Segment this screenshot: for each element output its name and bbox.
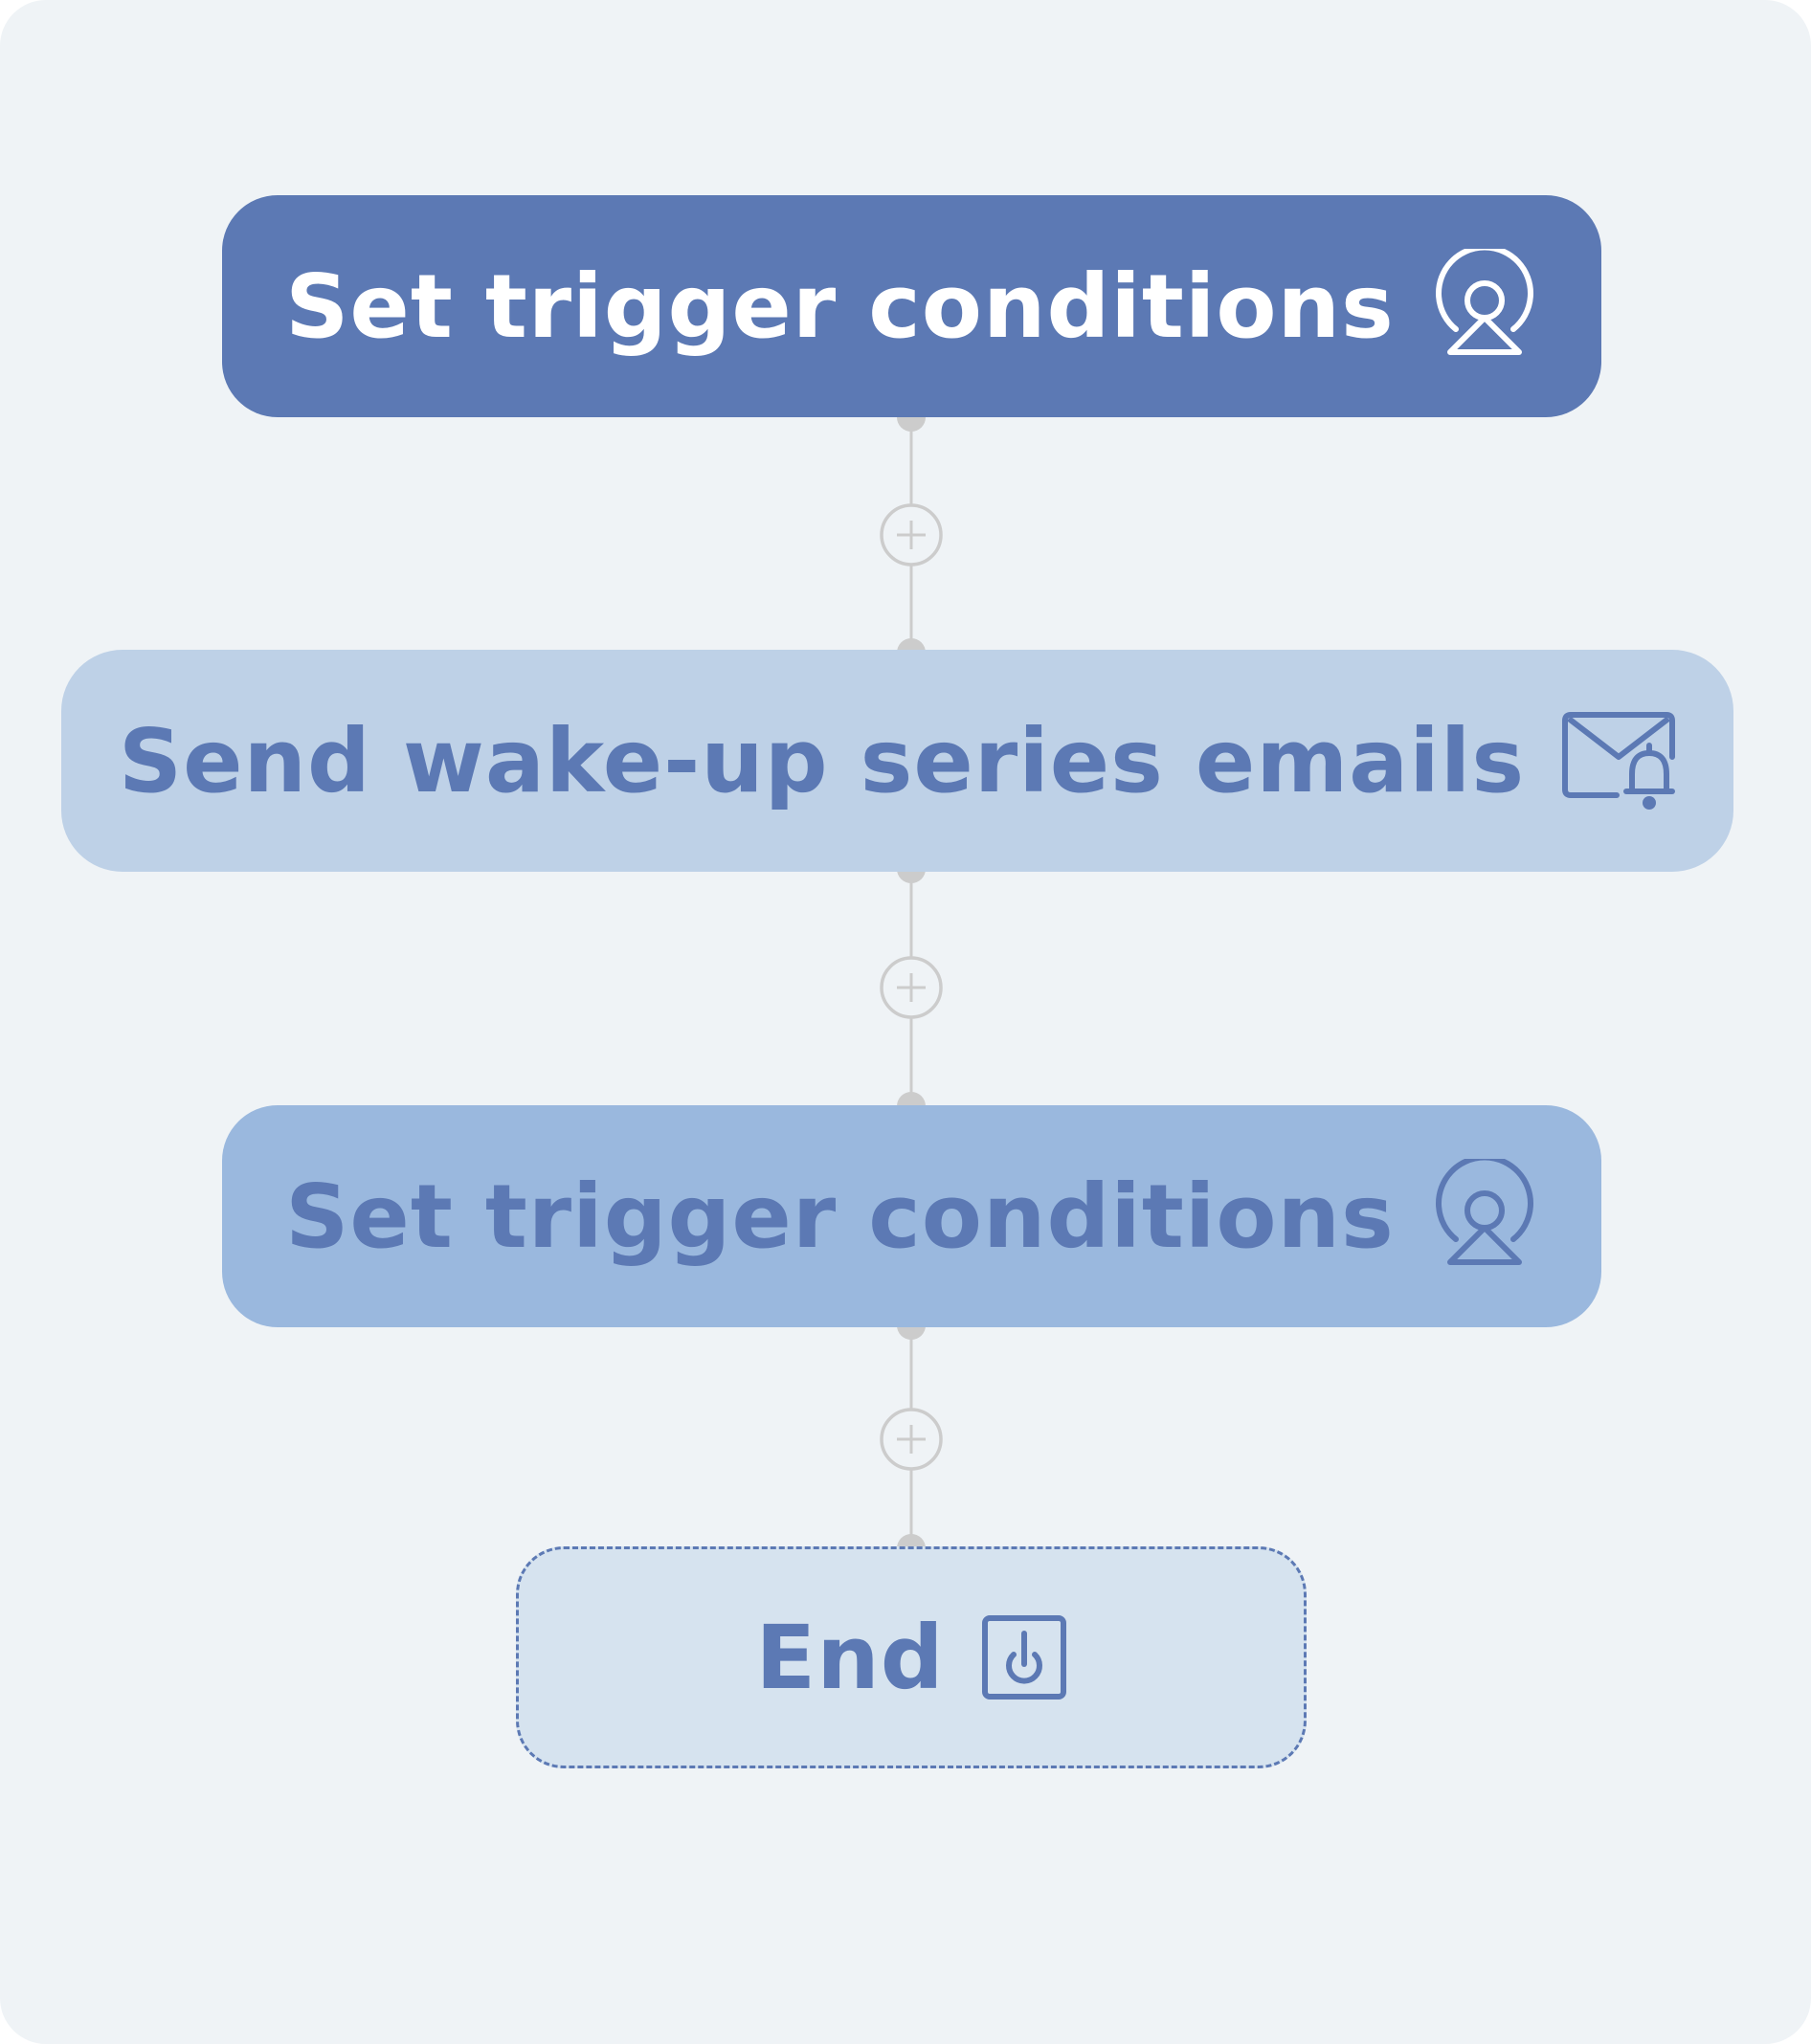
node-label: Send wake-up series emails: [118, 709, 1526, 812]
add-step-button[interactable]: [880, 956, 943, 1019]
add-step-button[interactable]: [880, 1408, 943, 1471]
node-label: Set trigger conditions: [285, 1165, 1395, 1268]
flow-node-send-wake-up-emails[interactable]: Send wake-up series emails: [61, 650, 1733, 872]
node-label: End: [755, 1606, 945, 1709]
email-bell-icon: [1561, 711, 1676, 811]
add-step-button[interactable]: [880, 503, 943, 567]
node-label: Set trigger conditions: [285, 255, 1395, 358]
power-icon: [981, 1614, 1067, 1700]
trigger-icon: [1431, 1154, 1538, 1274]
flow-node-set-trigger-conditions[interactable]: Set trigger conditions: [222, 1105, 1601, 1327]
trigger-icon: [1431, 244, 1538, 364]
flow-node-set-trigger-conditions[interactable]: Set trigger conditions: [222, 195, 1601, 417]
flow-node-end[interactable]: End: [516, 1546, 1307, 1768]
